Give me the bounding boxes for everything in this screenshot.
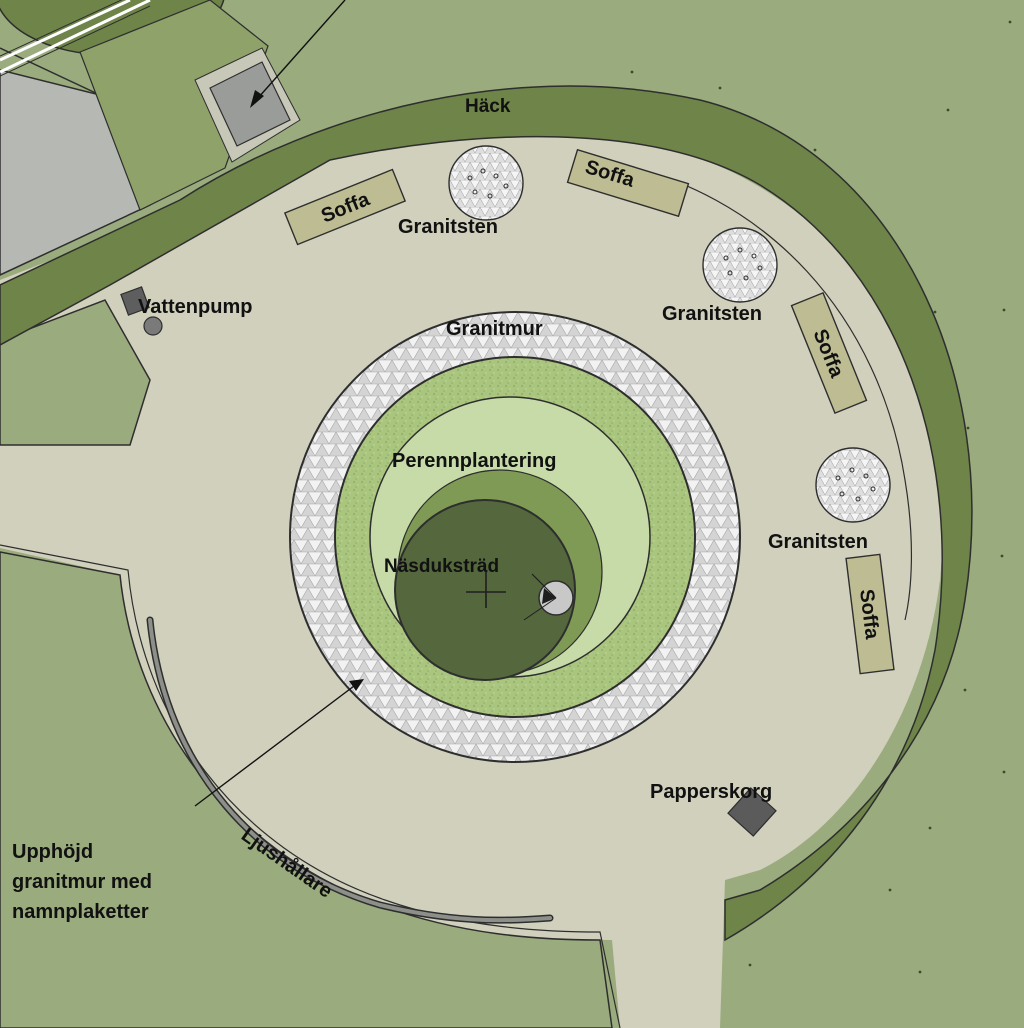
water-pump-well: [143, 316, 163, 336]
sofa-2: [566, 148, 690, 218]
label-granite-stone-3: Granitsten: [768, 531, 868, 553]
label-hedge: Häck: [465, 96, 511, 117]
sofa-3: [790, 291, 868, 415]
label-raised-wall-line1: Upphöjd: [12, 841, 93, 863]
granite-stone-3: [815, 447, 891, 523]
granite-stone-2: [702, 227, 778, 303]
arrow-to-plinth: [250, 0, 346, 108]
label-granite-stone-1: Granitsten: [398, 216, 498, 238]
left-lawn-island: [0, 299, 151, 446]
hedge: [0, 85, 973, 942]
label-perennial-planting: Perennplantering: [392, 450, 556, 472]
granite-stone-1: [448, 145, 524, 221]
tree-center-cross: [466, 572, 506, 608]
waste-basket: [727, 787, 777, 837]
sofa-4: [845, 553, 895, 675]
label-granite-wall: Granitmur: [446, 318, 543, 340]
label-waste-basket: Papperskorg: [650, 781, 772, 803]
label-handkerchief-tree: Näsduksträd: [384, 556, 499, 577]
label-raised-wall-line3: namnplaketter: [12, 901, 149, 923]
arrow-to-granite-wall: [194, 679, 364, 807]
label-water-pump: Vattenpump: [138, 296, 252, 318]
tree-canopy: [394, 499, 576, 681]
plinth: [209, 61, 291, 147]
label-granite-stone-2: Granitsten: [662, 303, 762, 325]
sofa-1: [283, 168, 407, 246]
water-pump: [120, 286, 150, 316]
label-raised-wall-line2: granitmur med: [12, 871, 152, 893]
